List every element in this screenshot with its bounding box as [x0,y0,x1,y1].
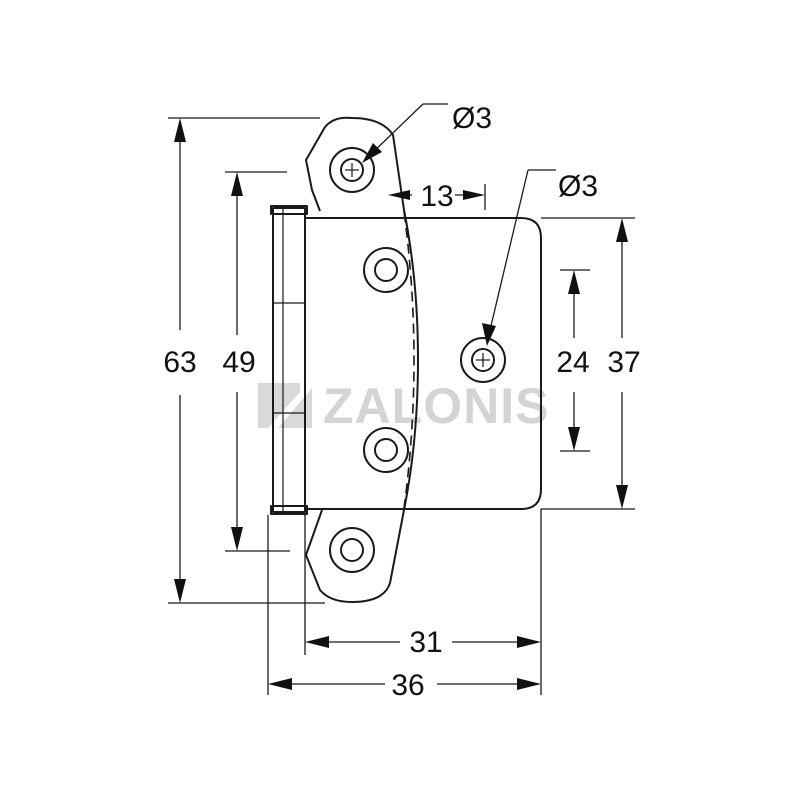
screw-hole-top [329,147,375,193]
screw-hole-lower [363,427,409,473]
dimension-label-hole-diameter-right: Ø3 [558,170,598,203]
watermark-text: ZALONIS [323,378,549,434]
dimension-plate-height: 37 [541,217,641,510]
hinge-right-leaf [305,217,542,510]
screw-hole-plate [460,337,506,383]
dimension-label-total-width: 36 [391,669,424,702]
screw-hole-bottom [329,527,375,573]
dimension-hole-spacing-inner: 24 [556,269,590,452]
dimension-label-hole-spacing-outer: 49 [222,346,255,379]
dimension-plate-width: 31 [304,509,542,695]
dimension-label-plate-width: 31 [409,626,442,659]
dimension-label-offset: 13 [420,180,453,213]
dimension-offset: 13 [388,180,486,213]
dimension-total-width: 36 [267,515,541,702]
dimension-hole-spacing-outer: 49 [222,171,290,552]
dimension-total-height: 63 [163,117,325,604]
dimension-label-hole-diameter-top: Ø3 [452,102,492,135]
leader-hole-diameter-top: Ø3 [362,102,492,163]
hinge-fold-line [403,211,415,509]
hinge-left-leaf [305,116,419,603]
dimension-label-plate-height: 37 [607,346,640,379]
watermark: ZALONIS [258,378,549,434]
screw-hole-upper [363,247,409,293]
leader-hole-diameter-right: Ø3 [482,169,598,346]
mounting-holes [329,147,506,573]
dimension-label-total-height: 63 [163,346,196,379]
hinge-barrel [270,205,308,515]
watermark-logo-icon [258,383,312,428]
dimension-label-hole-spacing-inner: 24 [556,346,589,379]
